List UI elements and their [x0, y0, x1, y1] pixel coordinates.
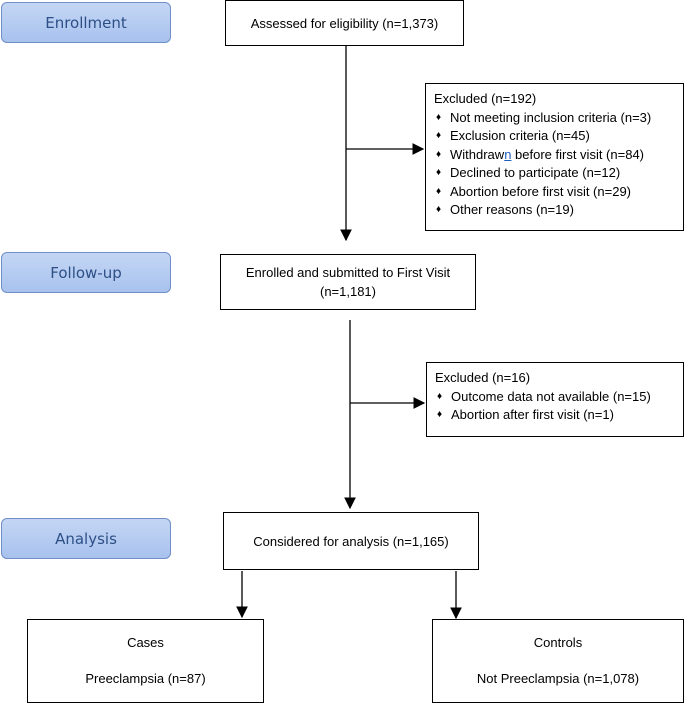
- list-item: ♦Withdrawn before first visit (n=84): [434, 146, 675, 165]
- list-item: ♦Other reasons (n=19): [434, 201, 675, 220]
- diamond-bullet-icon: ♦: [436, 185, 442, 197]
- stage-followup-label: Follow-up: [50, 263, 122, 282]
- controls-box: Controls Not Preeclampsia (n=1,078): [432, 619, 684, 703]
- diamond-bullet-icon: ♦: [436, 204, 442, 215]
- enrolled-box: Enrolled and submitted to First Visit (n…: [220, 254, 476, 310]
- stage-enrollment-label: Enrollment: [45, 13, 127, 32]
- enrolled-label-line2: (n=1,181): [319, 284, 376, 299]
- excluded-2-list: ♦Outcome data not available (n=15) ♦Abor…: [435, 388, 675, 425]
- diamond-bullet-icon: ♦: [437, 390, 443, 402]
- excluded-box-1: Excluded (n=192) ♦Not meeting inclusion …: [425, 83, 684, 231]
- cases-title: Cases: [127, 635, 164, 650]
- assessed-label: Assessed for eligibility (n=1,373): [250, 15, 439, 31]
- considered-box: Considered for analysis (n=1,165): [223, 512, 479, 570]
- enrolled-label-line1: Enrolled and submitted to First Visit: [245, 265, 451, 280]
- excluded-2-title: Excluded (n=16): [435, 370, 531, 385]
- assessed-box: Assessed for eligibility (n=1,373): [225, 0, 464, 46]
- list-item: ♦Declined to participate (n=12): [434, 164, 675, 183]
- diamond-bullet-icon: ♦: [436, 111, 442, 123]
- list-item: ♦Abortion after first visit (n=1): [435, 406, 675, 425]
- excluded-1-list: ♦Not meeting inclusion criteria (n=3) ♦E…: [434, 109, 675, 220]
- list-item: ♦Not meeting inclusion criteria (n=3): [434, 109, 675, 128]
- excluded-box-2: Excluded (n=16) ♦Outcome data not availa…: [426, 362, 684, 437]
- cases-box: Cases Preeclampsia (n=87): [27, 619, 264, 703]
- cases-detail: Preeclampsia (n=87): [85, 671, 206, 686]
- considered-label: Considered for analysis (n=1,165): [253, 533, 449, 549]
- excluded-1-title: Excluded (n=192): [434, 91, 537, 106]
- stage-enrollment: Enrollment: [1, 2, 171, 43]
- stage-followup: Follow-up: [1, 252, 171, 293]
- stage-analysis: Analysis: [1, 518, 171, 559]
- diamond-bullet-icon: ♦: [437, 409, 443, 420]
- diamond-bullet-icon: ♦: [436, 130, 442, 141]
- diamond-bullet-icon: ♦: [436, 148, 442, 160]
- controls-detail: Not Preeclampsia (n=1,078): [476, 671, 640, 686]
- controls-title: Controls: [533, 635, 583, 650]
- list-item: ♦Abortion before first visit (n=29): [434, 183, 675, 202]
- stage-analysis-label: Analysis: [55, 529, 117, 548]
- list-item: ♦Outcome data not available (n=15): [435, 388, 675, 407]
- list-item: ♦Exclusion criteria (n=45): [434, 127, 675, 146]
- diamond-bullet-icon: ♦: [436, 167, 442, 178]
